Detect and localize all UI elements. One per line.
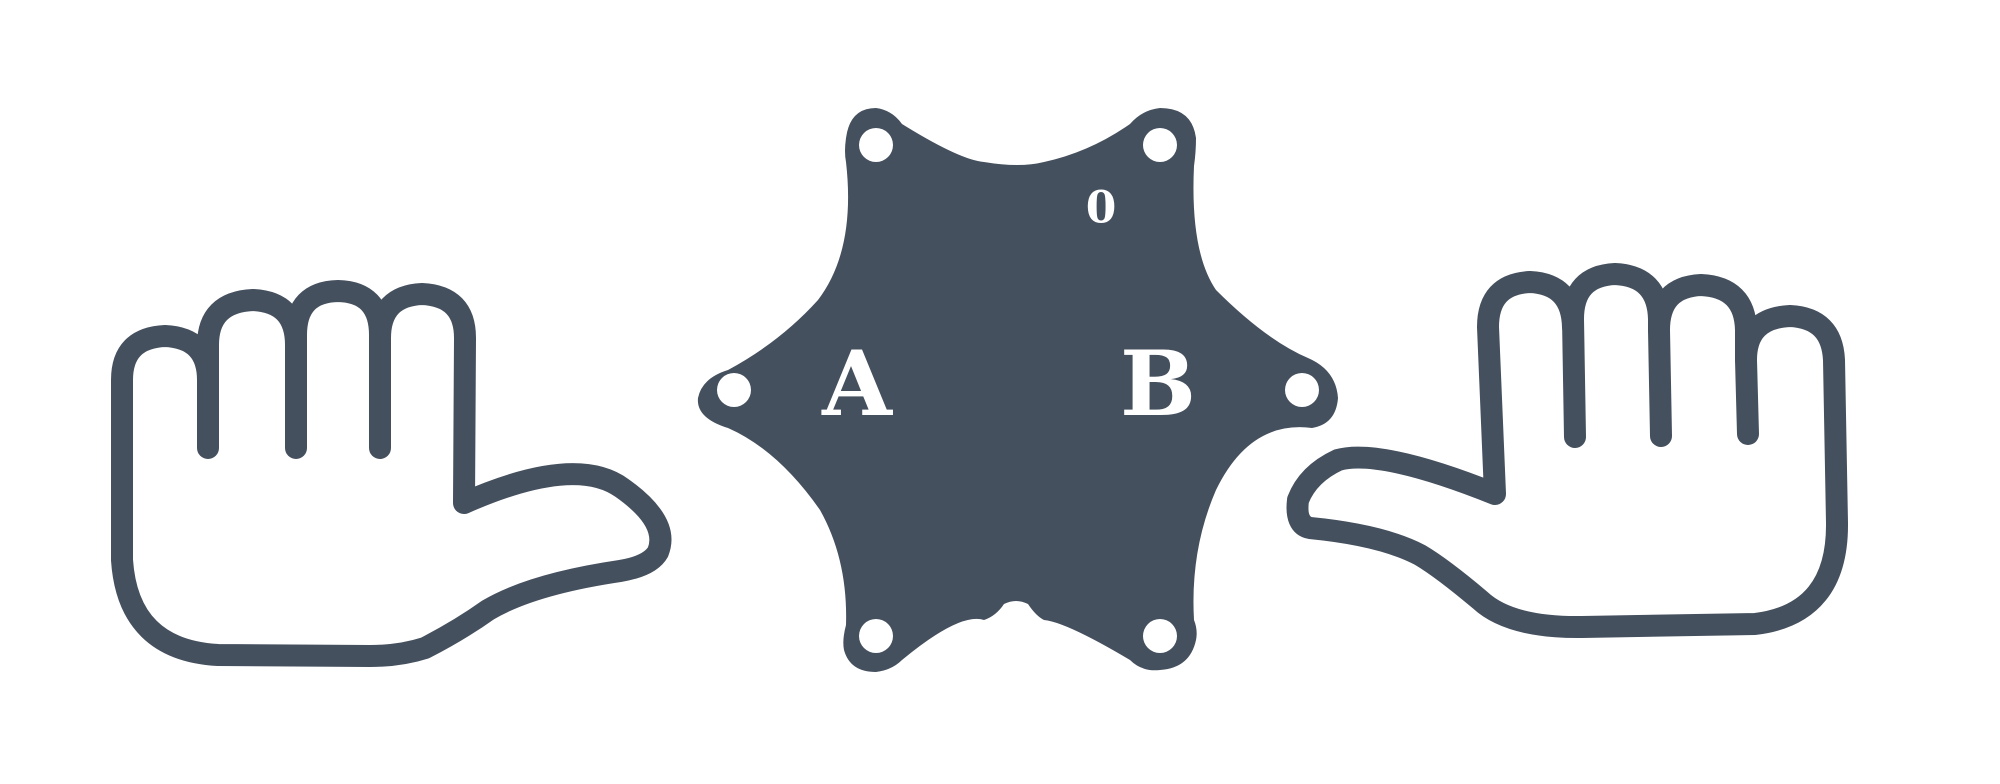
right-finger-gap-3 (1735, 349, 1759, 445)
mount-hole-right (1285, 373, 1319, 407)
board-shape (697, 108, 1338, 672)
mount-hole-bottom-right (1143, 619, 1177, 653)
mount-hole-top-left (859, 128, 893, 162)
board-icon: 0 A B (697, 108, 1338, 672)
right-hand-icon (1286, 263, 1849, 639)
right-finger-gap-2 (1648, 319, 1672, 447)
left-hand-icon (111, 280, 672, 667)
mount-hole-left (717, 373, 751, 407)
right-finger-gap-1 (1562, 308, 1586, 448)
board-label-top: 0 (1086, 183, 1117, 234)
mount-hole-top-right (1143, 128, 1177, 162)
board-label-b: B (1120, 331, 1196, 437)
left-hand-outline (111, 280, 672, 667)
mount-hole-bottom-left (859, 619, 893, 653)
board-label-a: A (821, 331, 893, 437)
right-hand-outline (1286, 263, 1849, 639)
